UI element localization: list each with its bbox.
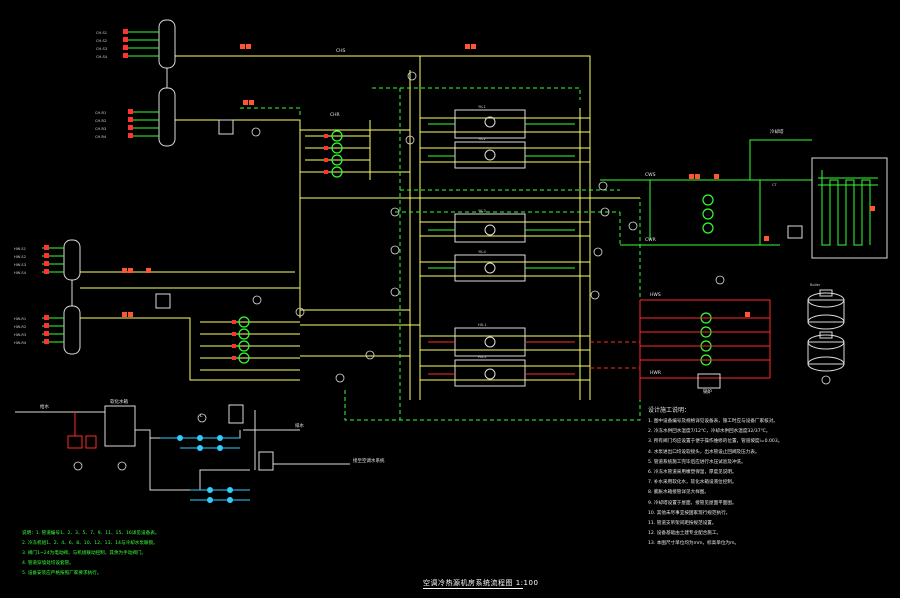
svg-text:YK-2: YK-2 [478, 137, 486, 141]
svg-text:HW-S4: HW-S4 [14, 271, 27, 275]
drain-label: 排水 [295, 424, 304, 429]
svg-text:Boiler: Boiler [810, 283, 821, 287]
note-line: 5. 管道系统施工完毕后应进行水压试验及冲洗。 [648, 459, 746, 465]
note-line: 3. 所有阀门均应设置于便于操作维修的位置，管道坡度i=0.003。 [648, 439, 783, 445]
green-note-line: 2. 冷冻机组1、2、4、6、8、10、12、13、14与冷却水泵联锁。 [22, 541, 158, 546]
svg-text:HW-S1: HW-S1 [14, 247, 26, 251]
hw-pipe2-label: HWR [650, 371, 661, 376]
tank-label: 软化水箱 [110, 400, 128, 405]
chilled-water-pipes [80, 55, 640, 400]
svg-text:CT: CT [772, 183, 778, 187]
svg-text:HW-R3: HW-R3 [14, 333, 26, 337]
green-note-line: 3. 阀门1~24为电动阀，与机组联动控制，其余为手动阀门。 [22, 551, 147, 556]
note-line: 6. 冷冻水管道采用橡塑保温，厚度见说明。 [648, 470, 737, 476]
top-pipe2-label: CHR [330, 113, 340, 118]
svg-text:HW-S2: HW-S2 [14, 255, 26, 259]
note-line: 10. 其他未尽事宜按国家现行规范执行。 [648, 510, 731, 516]
svg-text:CH-S3: CH-S3 [96, 47, 107, 51]
makeup-label: 给水 [40, 405, 49, 410]
section-mark: L [200, 414, 203, 419]
svg-text:YK-4: YK-4 [478, 250, 486, 254]
svg-text:CH-S1: CH-S1 [96, 31, 107, 35]
svg-text:CH-R2: CH-R2 [95, 119, 106, 123]
svg-text:HW-R2: HW-R2 [14, 325, 26, 329]
boiler-vessels [807, 289, 845, 372]
svg-text:HW-R4: HW-R4 [14, 341, 27, 345]
note-line: 11. 管道支吊架间距按规范设置。 [648, 521, 717, 527]
svg-text:HW-S3: HW-S3 [14, 263, 26, 267]
note-line: 7. 补水采用软化水，软化水箱设液位控制。 [648, 480, 737, 486]
svg-text:CH-R1: CH-R1 [95, 111, 106, 115]
note-line: 2. 冷冻水供回水温度7/12℃，冷却水供回水温度32/37℃。 [648, 429, 771, 435]
tower-label: 冷却塔 [770, 130, 784, 135]
svg-text:CH-S4: CH-S4 [96, 55, 108, 59]
cooling-tower-loop [600, 139, 888, 259]
top-pipe-label: CHS [336, 49, 346, 54]
cw-pipe-label: CWS [645, 173, 656, 178]
design-notes: 1. 图中设备编号及规格详见设备表，施工时应与设备厂家核对。 2. 冷冻水供回水… [648, 417, 888, 550]
green-note-line: 5. 设备安装应严格按照厂家要求执行。 [22, 571, 102, 576]
svg-text:YK-1: YK-1 [478, 105, 486, 109]
note-line: 9. 冷却塔设置于屋面，接管见屋面平面图。 [648, 500, 737, 506]
note-line: 4. 水泵进出口均设软接头，出水管设止回阀及压力表。 [648, 449, 760, 455]
notes-title: 设计施工说明： [648, 407, 691, 414]
svg-text:CH-R4: CH-R4 [95, 135, 107, 139]
svg-text:CH-S2: CH-S2 [96, 39, 107, 43]
svg-text:YK-3: YK-3 [478, 209, 486, 213]
note-line: 8. 膨胀水箱接管详见大样图。 [648, 490, 709, 496]
svg-text:HX-1: HX-1 [478, 323, 487, 327]
hw-pipe-label: HWS [650, 293, 661, 298]
heating-loop [590, 299, 771, 400]
note-line: 12. 设备基础由土建专业配合施工。 [648, 531, 722, 537]
caption-underline [423, 588, 523, 589]
note-line: 1. 图中设备编号及规格详见设备表，施工时应与设备厂家核对。 [648, 419, 778, 424]
svg-text:HW-R1: HW-R1 [14, 317, 26, 321]
to-system-label: 接至空调水系统 [353, 459, 385, 464]
boiler-label: 锅炉 [703, 390, 712, 395]
note-line: 13. 本图尺寸单位均为mm，标高单位为m。 [648, 541, 740, 547]
green-note-line: 说明：1. 管道编号1、2、3、5、7、9、11、15、16详见设备表。 [22, 531, 160, 536]
green-notes: 说明：1. 管道编号1、2、3、5、7、9、11、15、16详见设备表。 2. … [22, 529, 322, 579]
green-note-line: 4. 管道穿墙处均设套管。 [22, 561, 74, 566]
svg-text:HX-2: HX-2 [478, 355, 487, 359]
drawing-caption: 空调冷热源机房系统流程图 1:100 [423, 579, 539, 587]
svg-text:CH-R3: CH-R3 [95, 127, 106, 131]
cw-pipe2-label: CWR [645, 238, 656, 243]
